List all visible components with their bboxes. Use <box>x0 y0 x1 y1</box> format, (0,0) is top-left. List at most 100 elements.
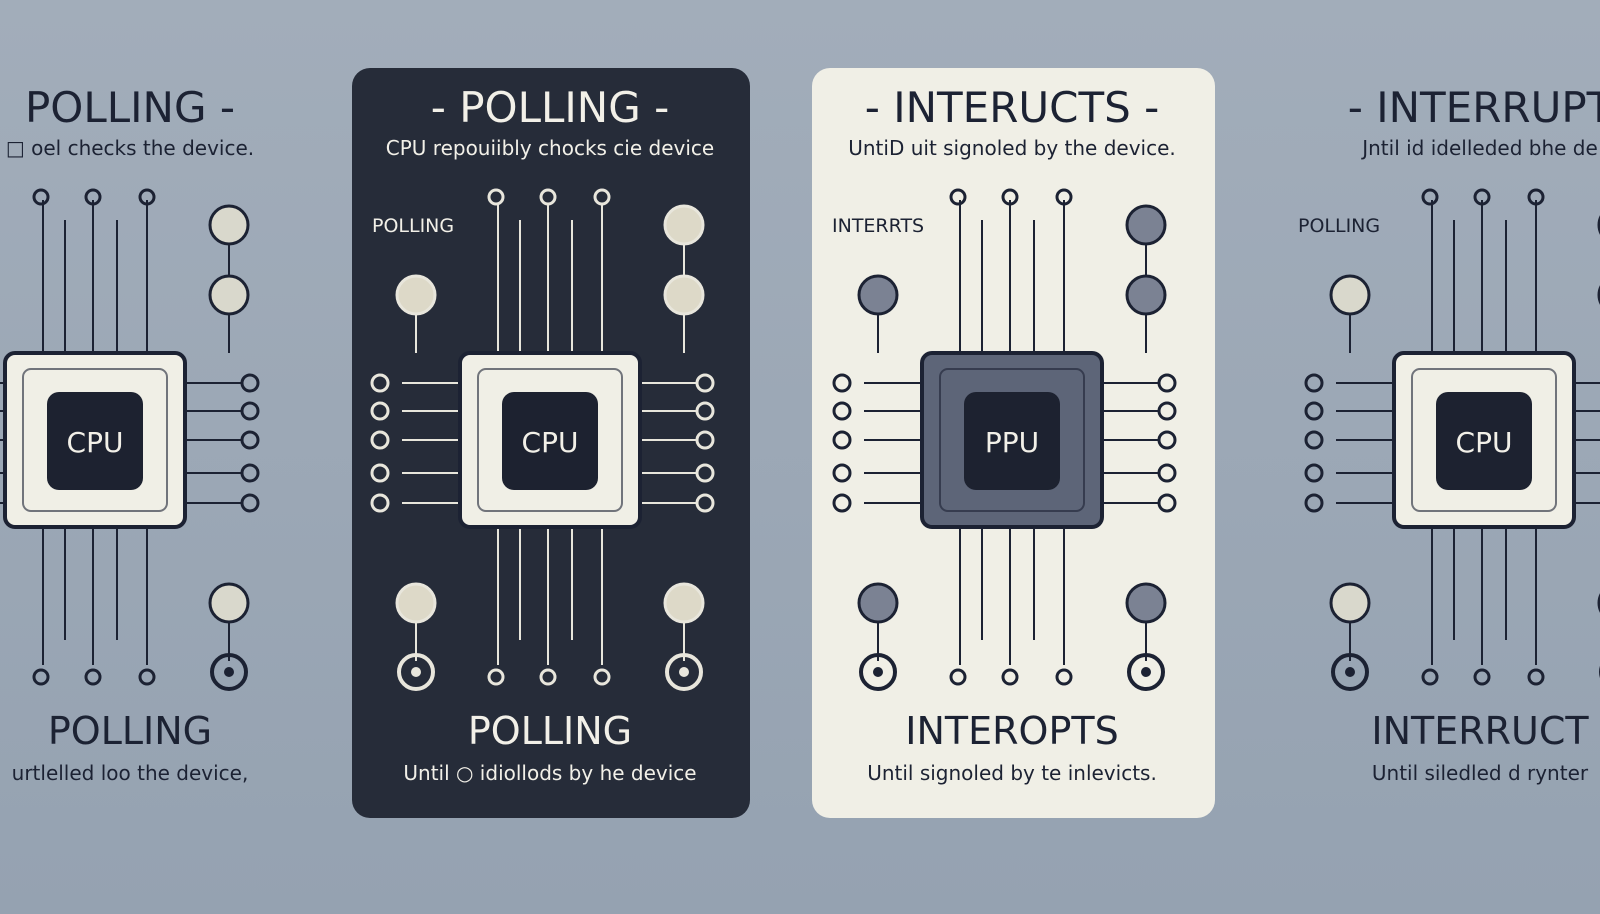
pin-node-icon <box>1421 188 1439 206</box>
pin-node-icon <box>1157 430 1177 450</box>
pin-node-icon <box>1157 493 1177 513</box>
pin-node-icon <box>1304 430 1324 450</box>
pin-node-icon <box>1527 188 1545 206</box>
device-ring-icon <box>1331 653 1369 691</box>
pin-node-icon <box>1001 188 1019 206</box>
pin-node-icon <box>370 493 390 513</box>
pin-node-icon <box>593 668 611 686</box>
pin-node-icon <box>1157 401 1177 421</box>
pin-node-icon <box>1473 668 1491 686</box>
pin-node-icon <box>1527 668 1545 686</box>
pin-node-icon <box>832 463 852 483</box>
pin-node-icon <box>240 493 260 513</box>
pin-node-icon <box>949 668 967 686</box>
pin-node-icon <box>370 373 390 393</box>
chip-label: CPU <box>67 426 124 459</box>
device-node-icon <box>663 204 705 246</box>
bottom-title: INTERRUCT <box>1371 709 1589 753</box>
pin-node-icon <box>1001 668 1019 686</box>
pin-node-icon <box>32 188 50 206</box>
pin-node-icon <box>695 401 715 421</box>
pin-node-icon <box>949 188 967 206</box>
pin-node-icon <box>487 668 505 686</box>
chip-frame <box>477 368 623 512</box>
device-node-icon <box>395 274 437 316</box>
chip-frame <box>22 368 168 512</box>
device-node-icon <box>1125 204 1167 246</box>
pin-node-icon <box>1304 463 1324 483</box>
pin-node-icon <box>695 373 715 393</box>
pin-node-icon <box>695 493 715 513</box>
pin-node-icon <box>695 463 715 483</box>
bottom-subtitle: Until siledled d rynter <box>1372 761 1589 785</box>
device-ring-icon <box>665 653 703 691</box>
chip-core <box>964 392 1060 490</box>
pin-node-icon <box>370 430 390 450</box>
panel-gray: POLLING -□ oel checks the device.POLLING… <box>0 83 260 785</box>
panel-title: - INTERUCTS - <box>865 83 1160 132</box>
pin-node-icon <box>593 188 611 206</box>
pin-node-icon <box>84 668 102 686</box>
device-ring-icon <box>859 653 897 691</box>
pin-node-icon <box>1304 401 1324 421</box>
pin-node-icon <box>32 668 50 686</box>
pin-node-icon <box>1304 373 1324 393</box>
device-ring-dot <box>873 667 883 677</box>
device-ring-icon <box>210 653 248 691</box>
pin-node-icon <box>240 430 260 450</box>
panel-subtitle: CPU repouiibly chocks cie device <box>386 136 714 160</box>
device-ring-dot <box>1141 667 1151 677</box>
chip-label: CPU <box>522 426 579 459</box>
bottom-subtitle: urtlelled loo the device, <box>12 761 249 785</box>
pin-node-icon <box>1055 188 1073 206</box>
bottom-title: POLLING <box>468 709 632 753</box>
chip-frame <box>939 368 1085 512</box>
pin-node-icon <box>539 668 557 686</box>
chip-core <box>1436 392 1532 490</box>
side-label: INTERRTS <box>832 215 924 237</box>
pin-node-icon <box>370 401 390 421</box>
device-node-icon <box>208 582 250 624</box>
device-ring-dot <box>411 667 421 677</box>
device-ring-dot <box>224 667 234 677</box>
device-ring-dot <box>679 667 689 677</box>
pin-node-icon <box>487 188 505 206</box>
pin-node-icon <box>1157 373 1177 393</box>
device-node-icon <box>208 274 250 316</box>
panel-gray: - INTERRUPT Jntil id idelleded bhe de POLL… <box>1298 83 1600 785</box>
pin-node-icon <box>240 373 260 393</box>
device-node-icon <box>663 582 705 624</box>
pin-node-icon <box>1473 188 1491 206</box>
device-node-icon <box>857 274 899 316</box>
bottom-subtitle: Until ○ idiollods by he device <box>403 761 696 785</box>
device-node-icon <box>663 274 705 316</box>
chip-label: PPU <box>985 426 1039 459</box>
panel-dark: - POLLING -CPU repouiibly chocks cie dev… <box>352 68 750 818</box>
device-node-icon <box>208 204 250 246</box>
device-node-icon <box>1125 274 1167 316</box>
pin-node-icon <box>1157 463 1177 483</box>
chip-core <box>47 392 143 490</box>
panel-subtitle: Jntil id idelleded bhe de <box>1360 136 1598 160</box>
panel-title: - INTERRUPT <box>1348 83 1600 132</box>
device-node-icon <box>1125 582 1167 624</box>
bottom-subtitle: Until signoled by te inlevicts. <box>867 761 1157 785</box>
device-ring-icon <box>397 653 435 691</box>
device-node-icon <box>1329 582 1371 624</box>
pin-node-icon <box>84 188 102 206</box>
pin-node-icon <box>539 188 557 206</box>
side-label: POLLING <box>1298 215 1380 237</box>
panel-title: POLLING - <box>25 83 235 132</box>
device-ring-dot <box>1345 667 1355 677</box>
device-ring-icon <box>1127 653 1165 691</box>
pin-node-icon <box>832 373 852 393</box>
device-node-icon <box>1329 274 1371 316</box>
device-node-icon <box>857 582 899 624</box>
pin-node-icon <box>832 401 852 421</box>
pin-node-icon <box>370 463 390 483</box>
side-label: POLLING <box>372 215 454 237</box>
bottom-title: INTEROPTS <box>905 709 1118 753</box>
pin-node-icon <box>832 493 852 513</box>
